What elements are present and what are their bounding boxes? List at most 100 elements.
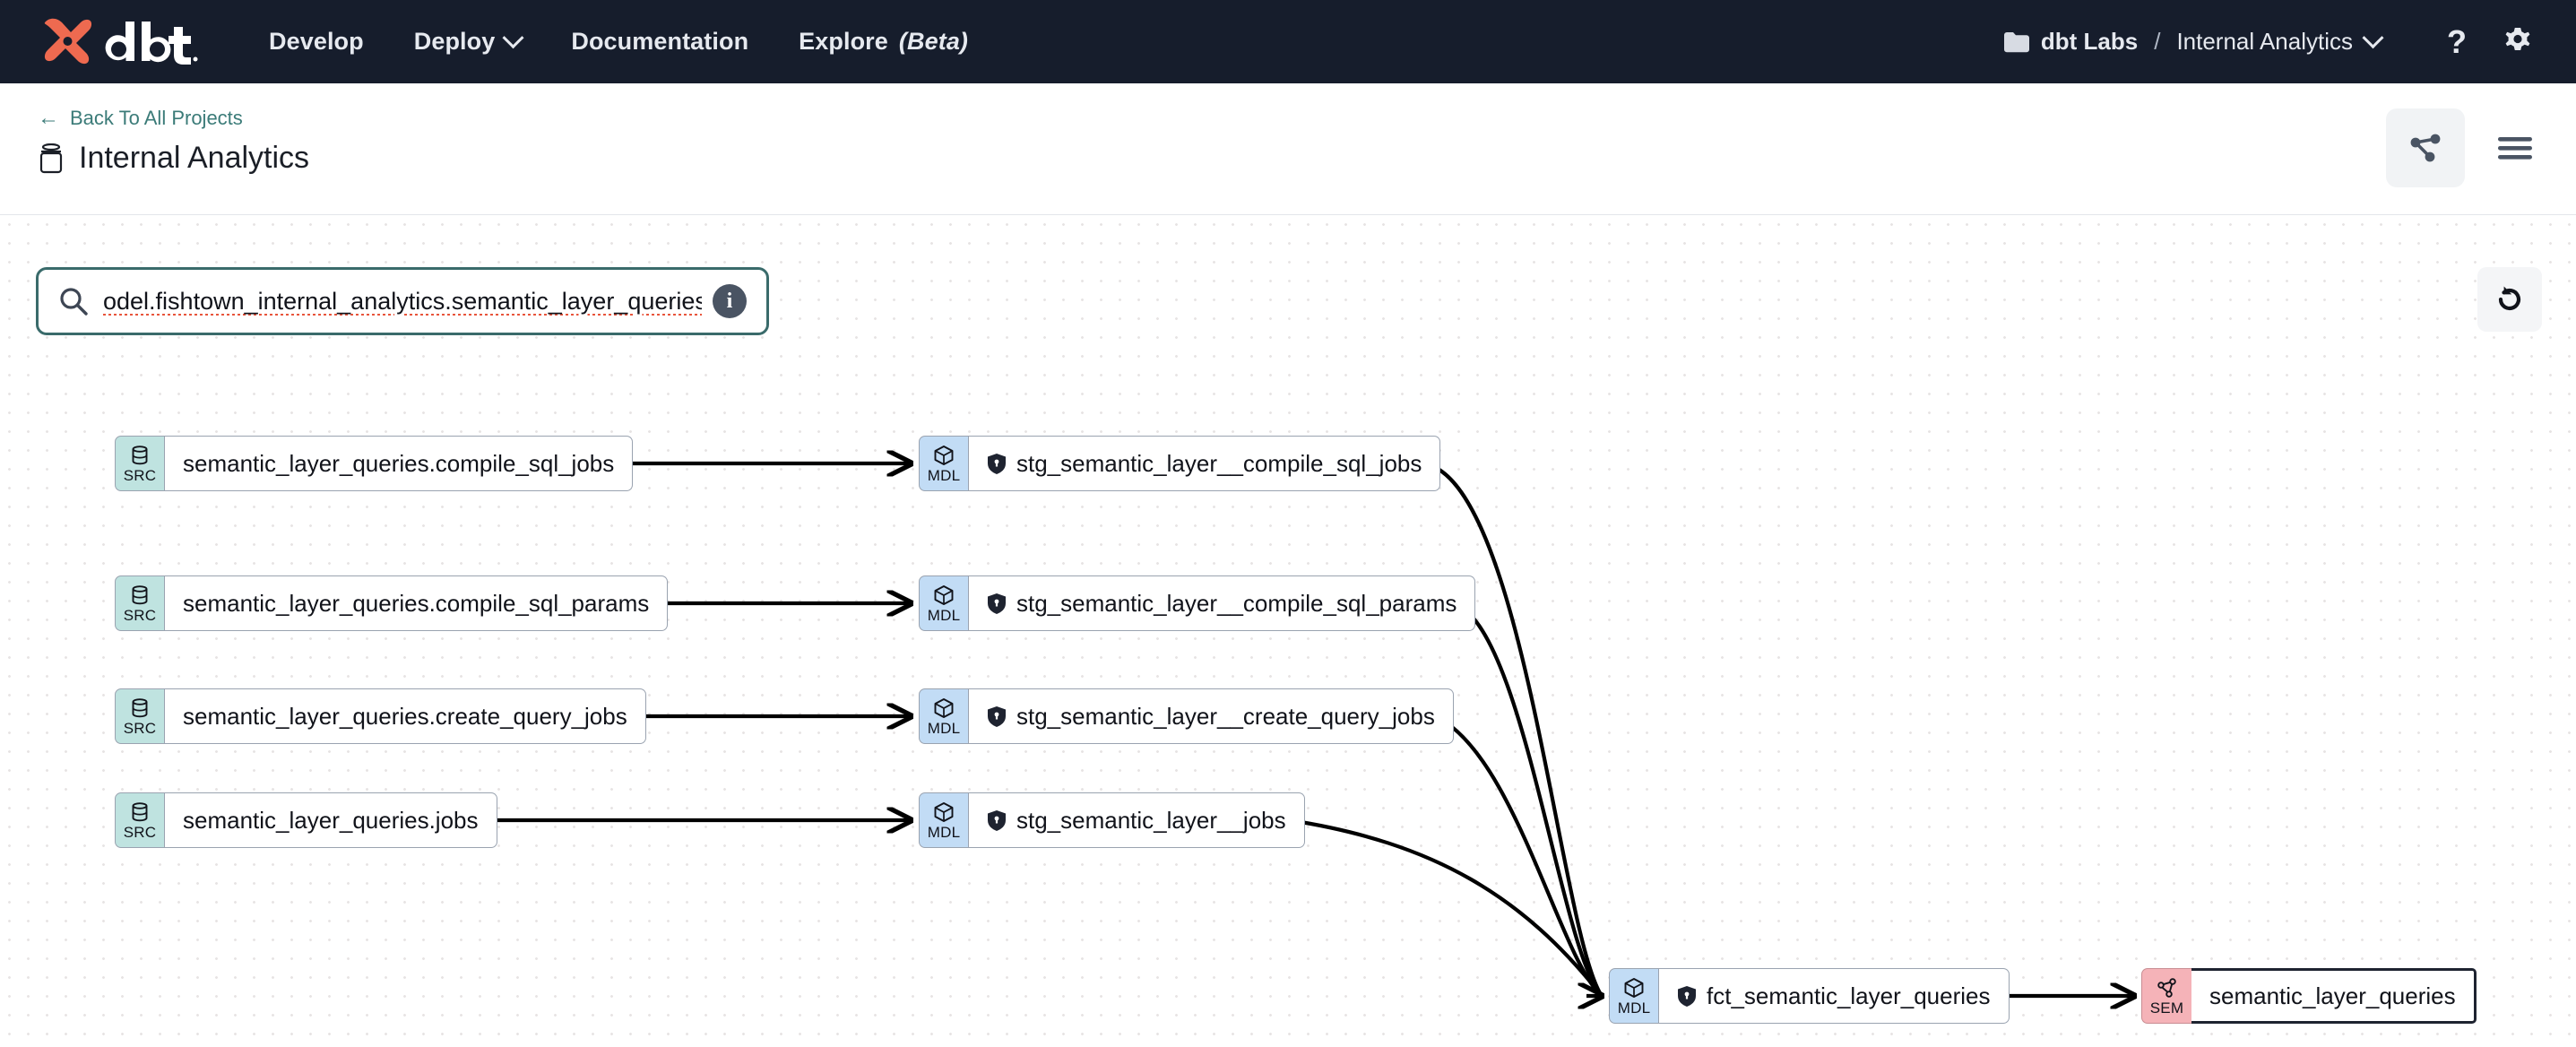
hamburger-menu-icon [2498, 137, 2532, 160]
breadcrumb-project-selector[interactable]: Internal Analytics [2176, 27, 2384, 56]
question-mark-icon: ? [2447, 22, 2467, 60]
node-type-badge-mdl: MDL [919, 688, 969, 744]
node-type-label: MDL [927, 824, 961, 841]
graph-node-mdl-stg-jobs[interactable]: MDL stg_semantic_layer__jobs [919, 792, 1305, 848]
gear-icon [2505, 27, 2530, 50]
lineage-edges [486, 215, 2576, 1047]
graph-node-src-compile-sql-jobs[interactable]: SRC semantic_layer_queries.compile_sql_j… [115, 436, 634, 491]
dbt-logo-mark [44, 18, 92, 64]
node-label: stg_semantic_layer__compile_sql_params [1016, 589, 1457, 617]
node-type-badge-sem: SEM [2141, 968, 2191, 1024]
node-label: semantic_layer_queries.compile_sql_jobs [183, 449, 615, 477]
lineage-graph-canvas[interactable]: odel.fishtown_internal_analytics.semanti… [0, 215, 2576, 1047]
cube-icon [934, 802, 954, 822]
graph-node-mdl-stg-create-query-jobs[interactable]: MDL stg_semantic_layer__create_query_job… [919, 688, 1454, 744]
node-type-badge-src: SRC [115, 575, 165, 631]
reset-arrow-icon [2498, 286, 2521, 311]
menu-button[interactable] [2476, 108, 2554, 187]
info-icon[interactable]: i [713, 284, 747, 318]
nav-link-deploy[interactable]: Deploy [389, 27, 547, 56]
folder-icon [2003, 31, 2029, 52]
nav-link-explore[interactable]: Explore (Beta) [774, 28, 993, 56]
node-label: stg_semantic_layer__jobs [1016, 806, 1286, 834]
database-icon [132, 446, 148, 465]
nav-right-cluster: dbt Labs / Internal Analytics ? [2003, 18, 2542, 66]
node-type-label: SRC [123, 824, 157, 841]
node-type-label: MDL [927, 720, 961, 737]
node-type-label: MDL [927, 467, 961, 484]
nav-link-deploy-label: Deploy [413, 28, 496, 55]
node-body: semantic_layer_queries.jobs [165, 792, 497, 848]
back-to-all-projects-link[interactable]: ← Back To All Projects [38, 107, 243, 130]
search-input[interactable]: odel.fishtown_internal_analytics.semanti… [103, 287, 702, 315]
node-type-badge-mdl: MDL [919, 575, 969, 631]
node-type-label: SRC [123, 607, 157, 624]
graph-node-sem-semantic-layer-queries[interactable]: SEM semantic_layer_queries [2141, 968, 2477, 1024]
node-body: semantic_layer_queries.create_query_jobs [165, 688, 646, 744]
lineage-view-button[interactable] [2386, 108, 2465, 187]
edge-mdl3-fct [1434, 714, 1604, 998]
breadcrumb-separator: / [2154, 28, 2161, 55]
nav-link-documentation[interactable]: Documentation [546, 28, 774, 56]
back-to-all-projects-label: Back To All Projects [70, 107, 243, 129]
graph-node-src-compile-sql-params[interactable]: SRC semantic_layer_queries.compile_sql_p… [115, 575, 669, 631]
edge-mdl2-fct [1452, 601, 1604, 998]
shield-lock-icon [988, 453, 1006, 474]
node-body: semantic_layer_queries.compile_sql_jobs [165, 436, 634, 491]
nav-link-explore-label: Explore [799, 28, 888, 55]
nav-link-documentation-label: Documentation [571, 28, 749, 55]
node-body: stg_semantic_layer__jobs [969, 792, 1305, 848]
database-icon [132, 585, 148, 605]
node-label: stg_semantic_layer__create_query_jobs [1016, 702, 1435, 730]
graph-node-mdl-fct-semantic-layer-queries[interactable]: MDL fct_semantic_layer_queries [1609, 968, 2010, 1024]
shield-lock-icon [988, 809, 1006, 831]
nav-link-develop-label: Develop [269, 28, 364, 55]
graph-node-src-jobs[interactable]: SRC semantic_layer_queries.jobs [115, 792, 497, 848]
reset-view-button[interactable] [2477, 267, 2542, 332]
node-body: stg_semantic_layer__create_query_jobs [969, 688, 1454, 744]
edge-mdl1-fct [1422, 461, 1604, 998]
node-body: fct_semantic_layer_queries [1659, 968, 2010, 1024]
breadcrumb-organization[interactable]: dbt Labs [2003, 28, 2138, 56]
node-type-label: MDL [1617, 999, 1651, 1017]
share-nodes-icon [2410, 134, 2441, 162]
primary-nav-links: Develop Deploy Documentation Explore (Be… [244, 27, 993, 56]
top-navigation-bar: Develop Deploy Documentation Explore (Be… [0, 0, 2576, 83]
cube-icon [1624, 978, 1644, 998]
node-label: semantic_layer_queries.jobs [183, 806, 479, 834]
cube-icon [934, 446, 954, 465]
node-type-badge-mdl: MDL [919, 792, 969, 848]
graph-node-mdl-stg-compile-sql-jobs[interactable]: MDL stg_semantic_layer__compile_sql_jobs [919, 436, 1441, 491]
graph-node-mdl-stg-compile-sql-params[interactable]: MDL stg_semantic_layer__compile_sql_para… [919, 575, 1476, 631]
info-icon-glyph: i [726, 289, 733, 313]
search-icon [60, 288, 88, 316]
dbt-logo[interactable] [38, 13, 199, 71]
project-subheader: ← Back To All Projects Internal Analytic… [0, 83, 2576, 215]
nav-link-develop[interactable]: Develop [244, 28, 389, 56]
node-type-badge-src: SRC [115, 688, 165, 744]
node-type-label: SRC [123, 467, 157, 484]
shield-lock-icon [1678, 985, 1696, 1007]
node-type-label: SEM [2149, 999, 2184, 1017]
arrow-left-icon: ← [38, 106, 59, 130]
shield-lock-icon [988, 705, 1006, 727]
page-title: Internal Analytics [79, 141, 310, 175]
help-button[interactable]: ? [2433, 18, 2481, 66]
database-icon [39, 143, 63, 173]
semantic-graph-icon [2157, 978, 2176, 998]
node-label: semantic_layer_queries [2209, 982, 2456, 1009]
node-type-label: MDL [927, 607, 961, 624]
settings-button[interactable] [2494, 18, 2542, 66]
breadcrumb-project-label: Internal Analytics [2176, 28, 2353, 55]
node-label: fct_semantic_layer_queries [1707, 982, 1991, 1009]
shield-lock-icon [988, 593, 1006, 614]
graph-node-src-create-query-jobs[interactable]: SRC semantic_layer_queries.create_query_… [115, 688, 646, 744]
node-type-badge-src: SRC [115, 436, 165, 491]
node-label: stg_semantic_layer__compile_sql_jobs [1016, 449, 1422, 477]
project-title-row: Internal Analytics [38, 141, 309, 176]
search-input-wrapper[interactable]: odel.fishtown_internal_analytics.semanti… [36, 267, 769, 335]
node-type-badge-src: SRC [115, 792, 165, 848]
dbt-wordmark [105, 21, 198, 65]
node-type-badge-mdl: MDL [1609, 968, 1659, 1024]
node-body: stg_semantic_layer__compile_sql_jobs [969, 436, 1441, 491]
